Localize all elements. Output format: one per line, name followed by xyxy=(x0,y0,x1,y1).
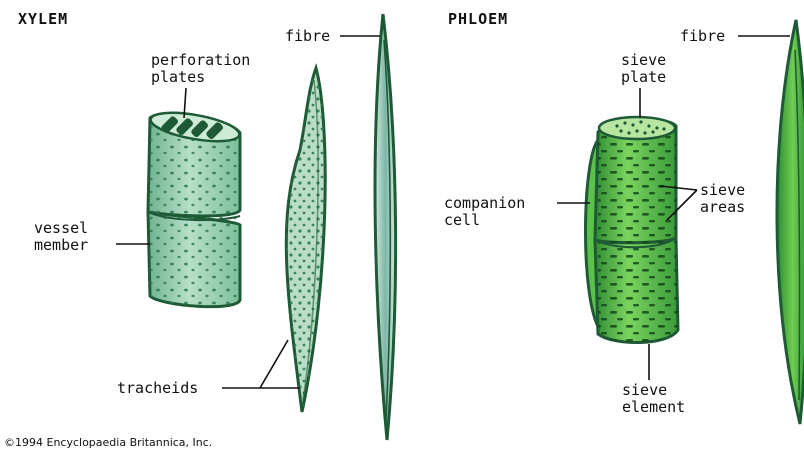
sieve-plate-label-line2: plate xyxy=(621,69,666,86)
sieve-element-label-line2: element xyxy=(622,399,685,416)
sieve-element-label-line1: sieve xyxy=(622,382,667,399)
sieve-plate-label-line1: sieve xyxy=(621,52,666,69)
perforation-plates-label-line2: plates xyxy=(151,69,205,86)
companion-cell-label-line1: companion xyxy=(444,195,525,212)
vessel-member-drawing xyxy=(148,107,241,306)
vessel-member-label-line1: vessel xyxy=(34,220,88,237)
perforation-plates-label-line1: perforation xyxy=(151,52,250,69)
tracheids-label: tracheids xyxy=(117,380,198,397)
phloem-fibre-drawing xyxy=(777,20,804,424)
copyright-text: ©1994 Encyclopaedia Britannica, Inc. xyxy=(4,436,212,449)
tracheid-drawing xyxy=(286,68,325,412)
xylem-fibre-label: fibre xyxy=(285,28,330,45)
sieve-areas-label-line2: areas xyxy=(700,199,745,216)
xylem-fibre-drawing xyxy=(375,14,396,440)
phloem-heading: PHLOEM xyxy=(448,10,508,28)
sieve-areas-label-line1: sieve xyxy=(700,182,745,199)
vessel-member-label-line2: member xyxy=(34,237,88,254)
xylem-heading: XYLEM xyxy=(18,10,68,28)
sieve-element-drawing xyxy=(595,117,678,343)
companion-cell-label-line2: cell xyxy=(444,212,480,229)
phloem-fibre-label: fibre xyxy=(680,28,725,45)
